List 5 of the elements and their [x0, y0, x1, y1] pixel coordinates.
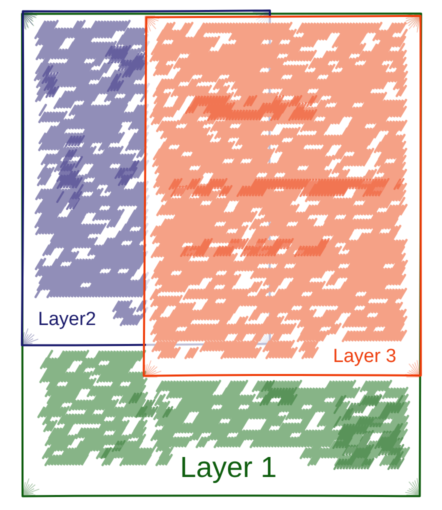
layer-label: Layer2	[38, 310, 96, 329]
layer-label: Layer 1	[180, 454, 277, 483]
layer-box	[20, 10, 423, 498]
layer-box	[19, 9, 273, 348]
layer-label: Layer 3	[333, 347, 396, 366]
